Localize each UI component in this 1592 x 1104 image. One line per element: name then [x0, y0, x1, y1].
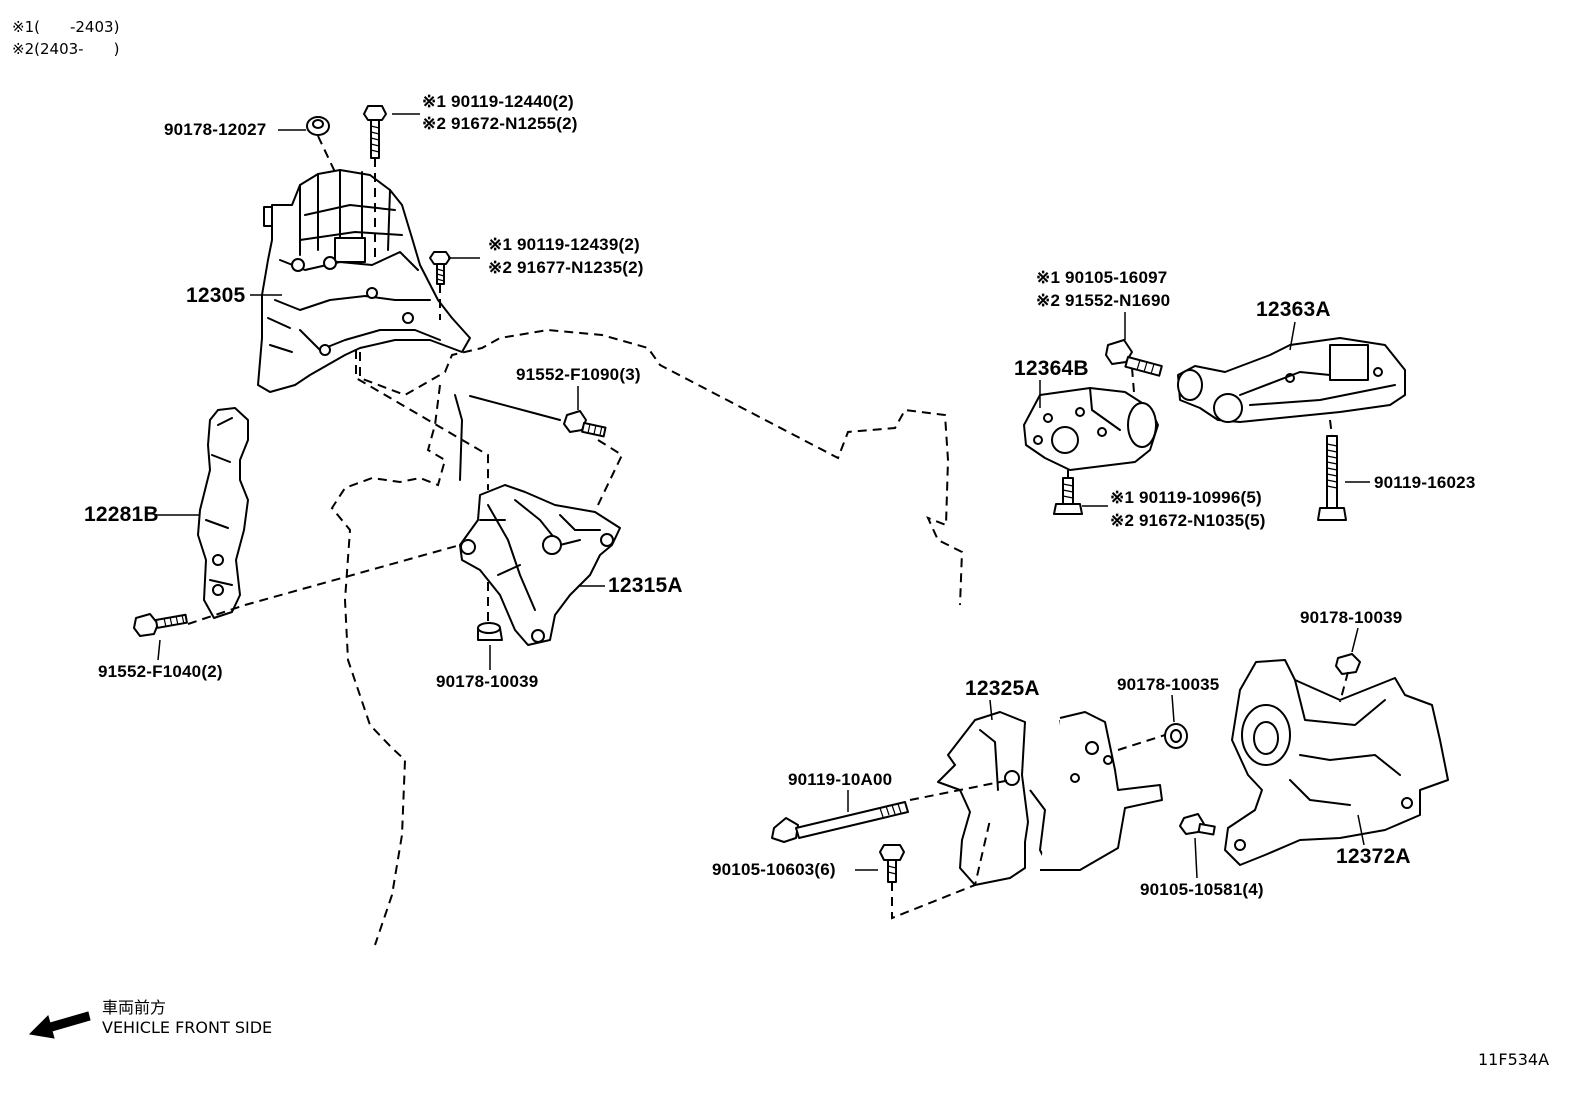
bolt-90119-10996 — [1053, 477, 1083, 515]
bolt-90105-10603 — [879, 844, 905, 883]
nut-90178-12027 — [306, 116, 330, 136]
part-label-12281B: 12281B — [84, 503, 159, 526]
torque-rod-12363A — [1177, 337, 1406, 423]
part-label-90119-12440: ※1 90119-12440(2) — [422, 92, 574, 111]
engine-mount-12305 — [257, 169, 471, 393]
part-label-90178-12027: 90178-12027 — [164, 120, 267, 139]
note-2: ※2(2403- ) — [12, 40, 120, 58]
nut-90178-10039-right — [1335, 653, 1361, 675]
part-label-90119-10A00: 90119-10A00 — [788, 770, 893, 789]
bolt-mid — [429, 251, 451, 285]
part-label-90178-10039-right: 90178-10039 — [1300, 608, 1403, 627]
mount-12372A — [1224, 659, 1449, 866]
bolt-90119-10A00 — [771, 801, 909, 843]
mount-12364B — [1023, 387, 1159, 471]
part-label-91672-N1255: ※2 91672-N1255(2) — [422, 114, 578, 133]
part-label-91552-F1090: 91552-F1090(3) — [516, 365, 641, 384]
part-label-90178-10035: 90178-10035 — [1117, 675, 1220, 694]
bolt-90119-16023 — [1317, 435, 1347, 521]
assembly-dashed-lines — [187, 135, 1349, 920]
bracket-12281B — [197, 407, 249, 619]
part-label-91552-N1690: ※2 91552-N1690 — [1036, 291, 1171, 310]
part-label-12325A: 12325A — [965, 677, 1040, 700]
front-arrow-icon — [28, 1011, 91, 1039]
part-label-12364B: 12364B — [1014, 357, 1089, 380]
part-label-90105-16097: ※1 90105-16097 — [1036, 268, 1168, 287]
part-label-12363A: 12363A — [1256, 298, 1331, 321]
bolt-top — [363, 105, 387, 159]
part-label-90105-10581: 90105-10581(4) — [1140, 880, 1264, 899]
part-label-12315A: 12315A — [608, 574, 683, 597]
bracket-12315A — [459, 484, 621, 646]
bolt-91552-F1040 — [133, 613, 188, 637]
bolt-90105-16097 — [1105, 339, 1163, 377]
part-label-90105-10603: 90105-10603(6) — [712, 860, 836, 879]
nut-90178-10039-left — [477, 622, 503, 641]
part-label-90119-16023: 90119-16023 — [1374, 473, 1476, 492]
note-1: ※1( -2403) — [12, 18, 120, 36]
leader-lines — [155, 113, 1370, 879]
bolt-91552-F1090 — [563, 410, 607, 438]
nut-90178-10035 — [1164, 723, 1188, 749]
part-label-12372A: 12372A — [1336, 845, 1411, 868]
part-label-91677-N1235: ※2 91677-N1235(2) — [488, 258, 644, 277]
diagram-code: 11F534A — [1478, 1050, 1550, 1069]
bracket-12325A — [937, 711, 1163, 886]
part-label-91552-F1040: 91552-F1040(2) — [98, 662, 223, 681]
vehicle-front-label-en: VEHICLE FRONT SIDE — [102, 1018, 273, 1037]
vehicle-front-label-jp: 車両前方 — [102, 998, 167, 1017]
engine-outline — [330, 328, 964, 946]
part-label-91672-N1035: ※2 91672-N1035(5) — [1110, 511, 1266, 530]
part-label-90119-12439: ※1 90119-12439(2) — [488, 235, 640, 254]
bolt-90105-10581 — [1179, 813, 1216, 836]
part-label-90119-10996: ※1 90119-10996(5) — [1110, 488, 1262, 507]
part-label-90178-10039-left: 90178-10039 — [436, 672, 539, 691]
part-label-12305: 12305 — [186, 284, 246, 307]
